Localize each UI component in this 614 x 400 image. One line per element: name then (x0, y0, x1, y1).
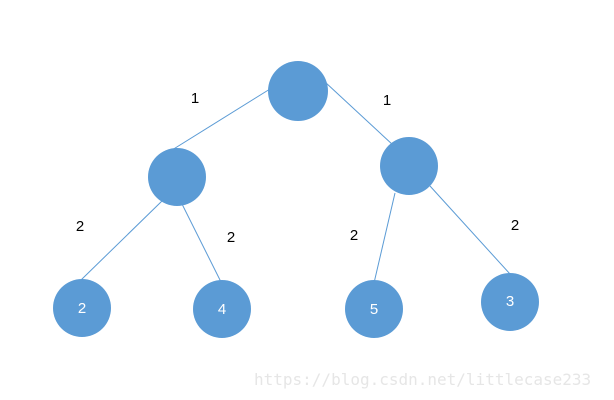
node-root (268, 61, 328, 121)
node-leaf-4-label: 3 (506, 293, 514, 310)
watermark-text: https://blog.csdn.net/littlecase233 (254, 370, 592, 389)
edge-right-leaf-3 (373, 192, 396, 284)
edge-left-leaf-2 (181, 203, 222, 283)
edge-root-right (324, 81, 394, 146)
edge-label-right-leaf-3: 2 (350, 227, 358, 244)
edge-label-right-leaf-4: 2 (511, 217, 519, 234)
edge-label-left-leaf-1: 2 (76, 218, 84, 235)
node-leaf-3: 5 (345, 280, 403, 338)
edge-label-left-leaf-2: 2 (227, 229, 235, 246)
edge-label-root-left: 1 (191, 90, 199, 107)
node-leaf-4: 3 (481, 273, 539, 331)
node-left (148, 148, 206, 206)
node-leaf-2: 4 (193, 280, 251, 338)
edge-label-root-right: 1 (383, 92, 391, 109)
edge-root-left (171, 88, 271, 151)
node-leaf-2-label: 4 (218, 301, 226, 318)
edge-left-leaf-1 (80, 199, 164, 281)
node-leaf-1: 2 (53, 279, 111, 337)
node-leaf-3-label: 5 (370, 301, 378, 318)
node-right (380, 137, 438, 195)
node-leaf-1-label: 2 (78, 300, 86, 317)
edge-right-leaf-4 (429, 185, 511, 275)
